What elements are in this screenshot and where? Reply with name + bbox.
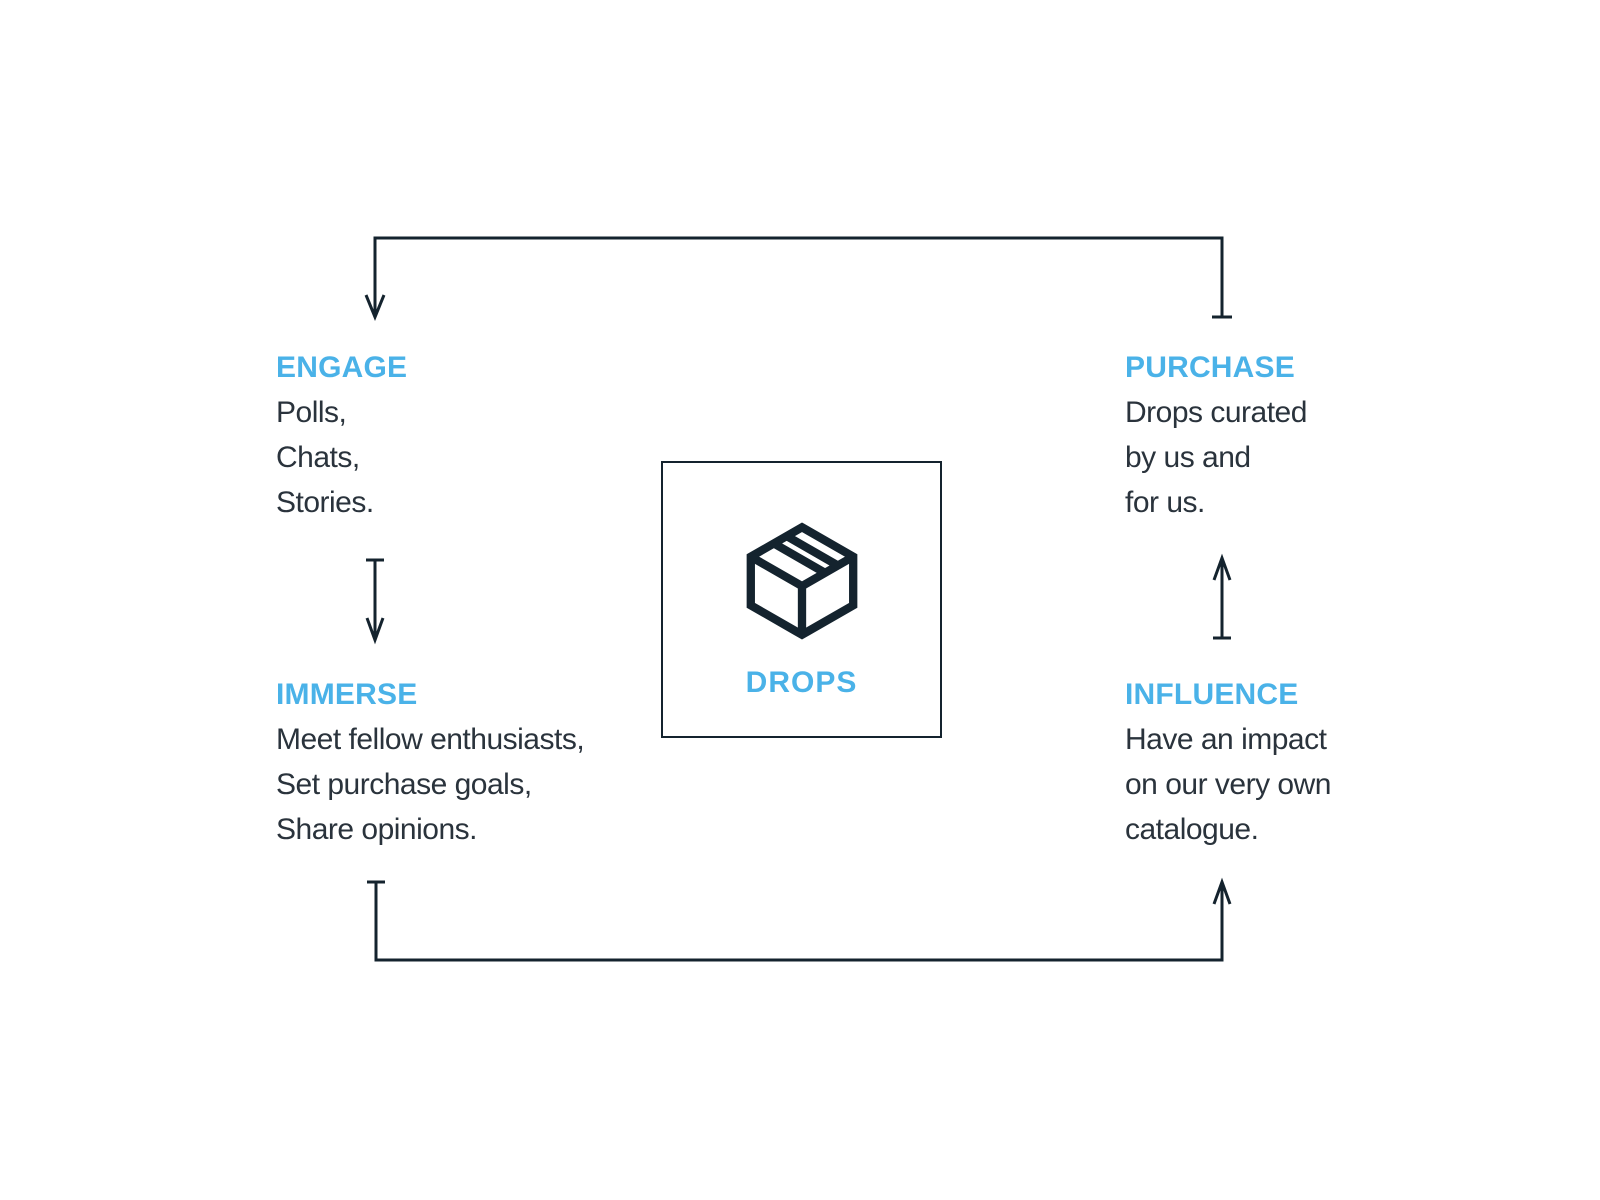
node-engage-line: Polls, <box>276 396 347 429</box>
package-box-icon <box>746 522 857 640</box>
arrow-purchase-to-engage <box>364 236 1232 321</box>
arrow-engage-to-immerse <box>365 558 385 645</box>
node-purchase-line: Drops curated <box>1125 396 1307 429</box>
node-purchase-title: PURCHASE <box>1125 351 1295 384</box>
drops-center-card: DROPS <box>661 461 942 738</box>
node-engage-line: Stories. <box>276 486 374 519</box>
node-purchase-line: for us. <box>1125 486 1205 519</box>
node-purchase-line: by us and <box>1125 441 1251 474</box>
node-purchase: PURCHASE Drops curated by us and for us. <box>1125 345 1307 525</box>
node-influence: INFLUENCE Have an impact on our very own… <box>1125 672 1331 852</box>
node-engage-line: Chats, <box>276 441 360 474</box>
node-influence-line: catalogue. <box>1125 813 1259 846</box>
node-immerse-title: IMMERSE <box>276 678 418 711</box>
node-engage-title: ENGAGE <box>276 351 408 384</box>
node-influence-line: Have an impact <box>1125 723 1327 756</box>
node-immerse-line: Share opinions. <box>276 813 477 846</box>
arrow-influence-to-purchase <box>1212 553 1232 640</box>
arrow-immerse-to-influence <box>367 877 1232 962</box>
node-influence-line: on our very own <box>1125 768 1331 801</box>
node-influence-title: INFLUENCE <box>1125 678 1299 711</box>
node-engage: ENGAGE Polls, Chats, Stories. <box>276 345 407 525</box>
node-immerse-line: Set purchase goals, <box>276 768 532 801</box>
node-immerse: IMMERSE Meet fellow enthusiasts, Set pur… <box>276 672 585 852</box>
drops-label: DROPS <box>745 666 858 699</box>
node-immerse-line: Meet fellow enthusiasts, <box>276 723 585 756</box>
